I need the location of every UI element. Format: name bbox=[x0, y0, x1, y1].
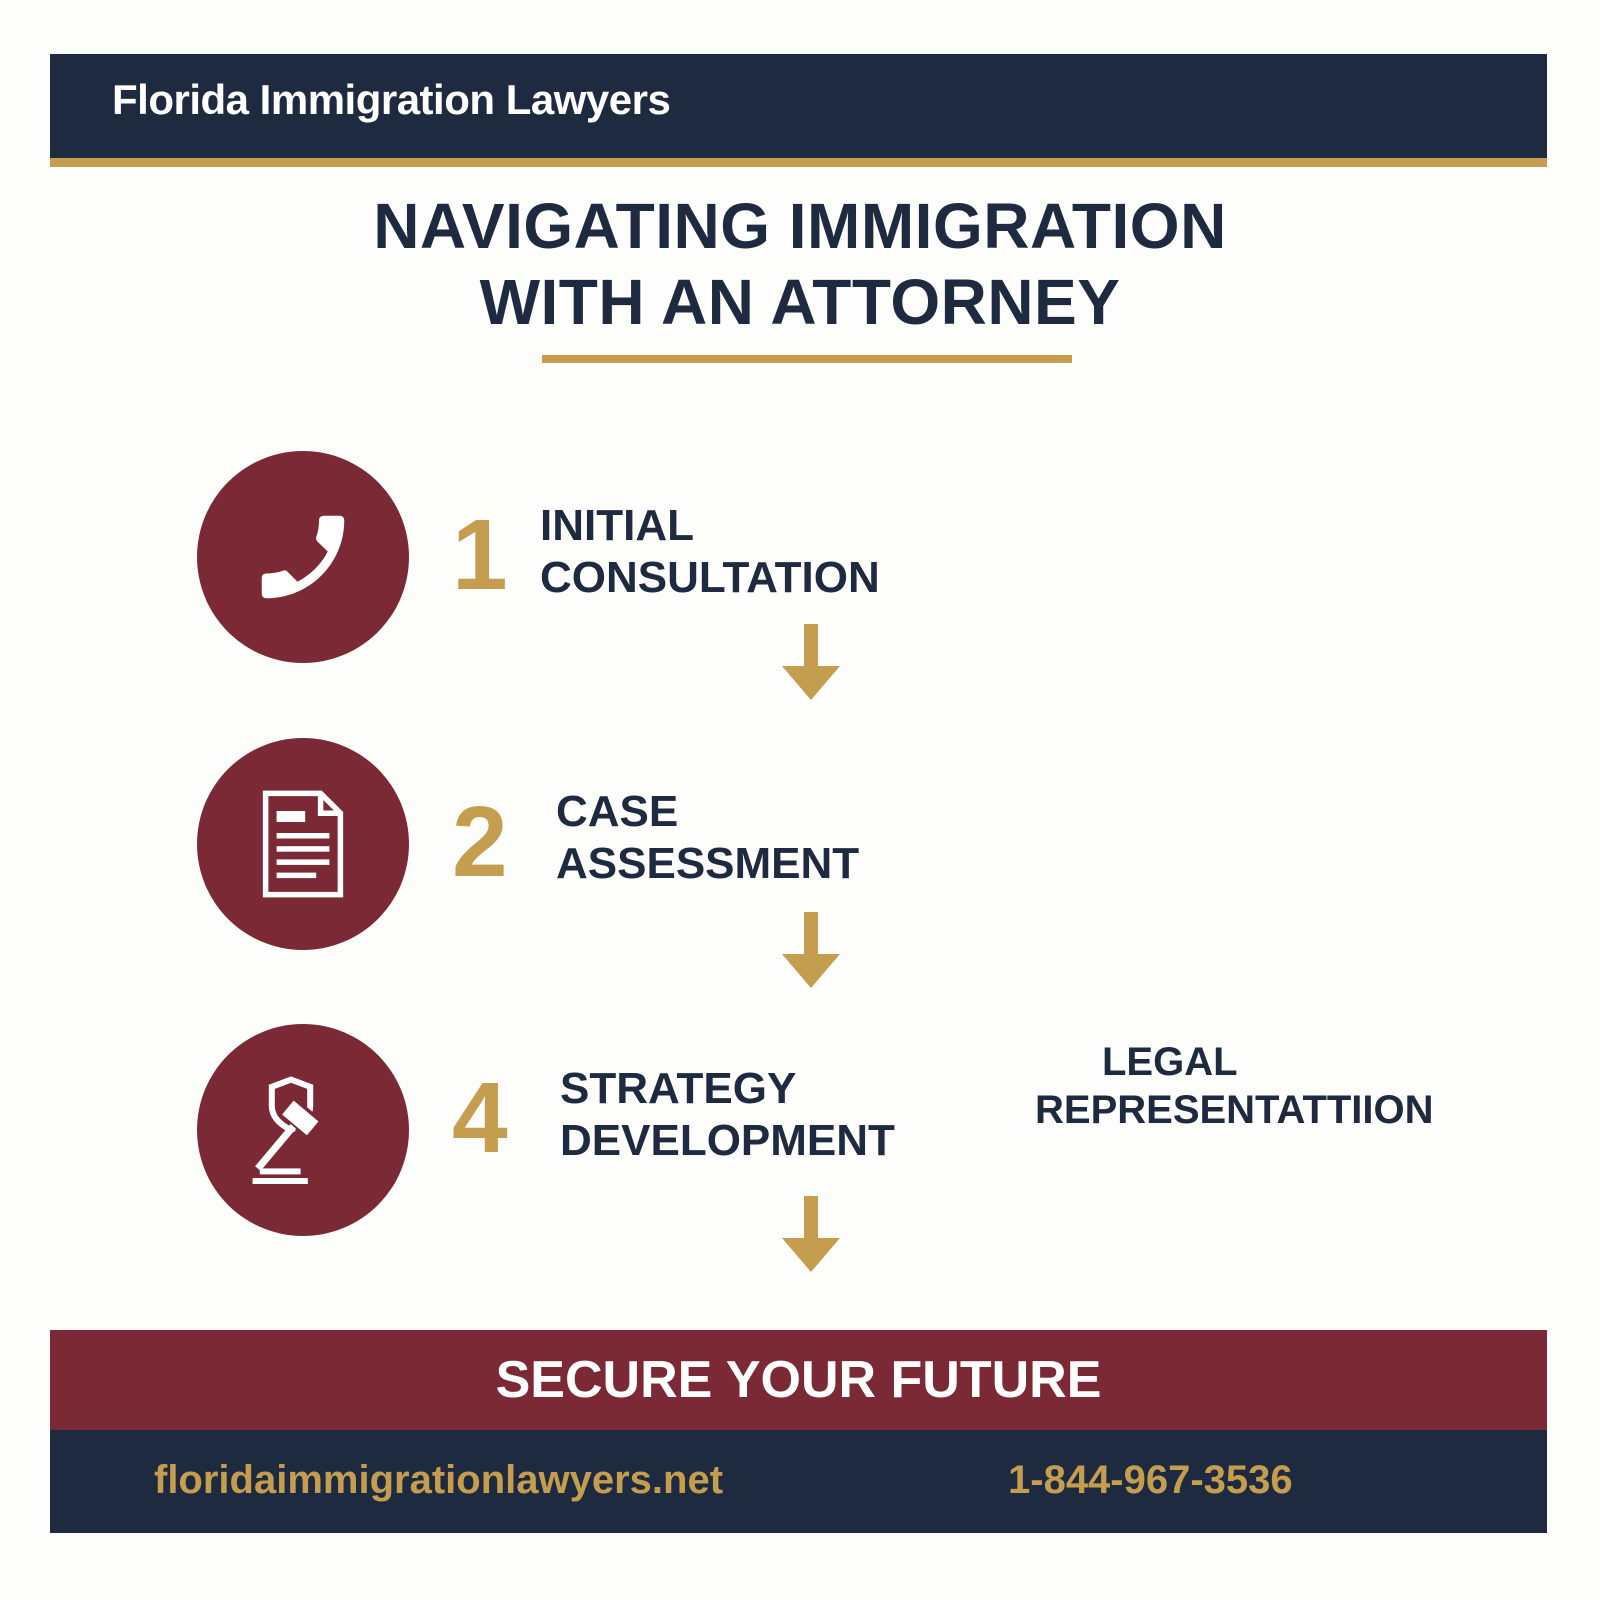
title-underline bbox=[542, 355, 1072, 363]
cta-text: SECURE YOUR FUTURE bbox=[495, 1351, 1102, 1409]
step-1-label: INITIAL CONSULTATION bbox=[540, 500, 880, 604]
gavel-shield-icon bbox=[252, 1076, 324, 1184]
step-3-label-line-2: DEVELOPMENT bbox=[560, 1116, 895, 1165]
step-2-label-line-1: CASE bbox=[556, 787, 679, 836]
document-icon bbox=[262, 790, 344, 898]
phone-icon bbox=[261, 515, 345, 599]
page-title: NAVIGATING IMMIGRATION WITH AN ATTORNEY bbox=[0, 188, 1600, 340]
header-gold-rule bbox=[50, 158, 1547, 167]
legal-representation-line-2: REPRESENTATTIION bbox=[1035, 1088, 1434, 1132]
step-3-circle bbox=[197, 1024, 409, 1236]
footer-bar: floridaimmigrationlawyers.net 1-844-967-… bbox=[50, 1430, 1547, 1533]
title-line-2: WITH AN ATTORNEY bbox=[479, 266, 1121, 338]
step-1-label-line-1: INITIAL bbox=[540, 501, 694, 550]
step-3-number: 4 bbox=[452, 1062, 508, 1174]
down-arrow-icon bbox=[782, 624, 840, 700]
step-1-label-line-2: CONSULTATION bbox=[540, 553, 880, 602]
down-arrow-icon bbox=[782, 1196, 840, 1272]
down-arrow-icon bbox=[782, 912, 840, 988]
step-3-label: STRATEGY DEVELOPMENT bbox=[560, 1063, 895, 1167]
step-2-label-line-2: ASSESSMENT bbox=[556, 839, 860, 888]
step-2-number: 2 bbox=[452, 786, 508, 898]
step-1-number: 1 bbox=[452, 499, 508, 611]
step-2-label: CASE ASSESSMENT bbox=[556, 786, 859, 890]
title-line-1: NAVIGATING IMMIGRATION bbox=[373, 190, 1227, 262]
firm-name: Florida Immigration Lawyers bbox=[112, 76, 671, 123]
legal-representation-line-1: LEGAL bbox=[1102, 1040, 1238, 1084]
phone-number[interactable]: 1-844-967-3536 bbox=[1008, 1458, 1293, 1502]
step-1-circle bbox=[197, 451, 409, 663]
website-link[interactable]: floridaimmigrationlawyers.net bbox=[154, 1458, 724, 1502]
header-bar: Florida Immigration Lawyers bbox=[50, 54, 1547, 158]
cta-banner: SECURE YOUR FUTURE bbox=[50, 1330, 1547, 1430]
step-2-circle bbox=[197, 738, 409, 950]
legal-representation-label: LEGAL REPRESENTATTIION bbox=[1035, 1038, 1434, 1134]
step-3-label-line-1: STRATEGY bbox=[560, 1064, 797, 1113]
